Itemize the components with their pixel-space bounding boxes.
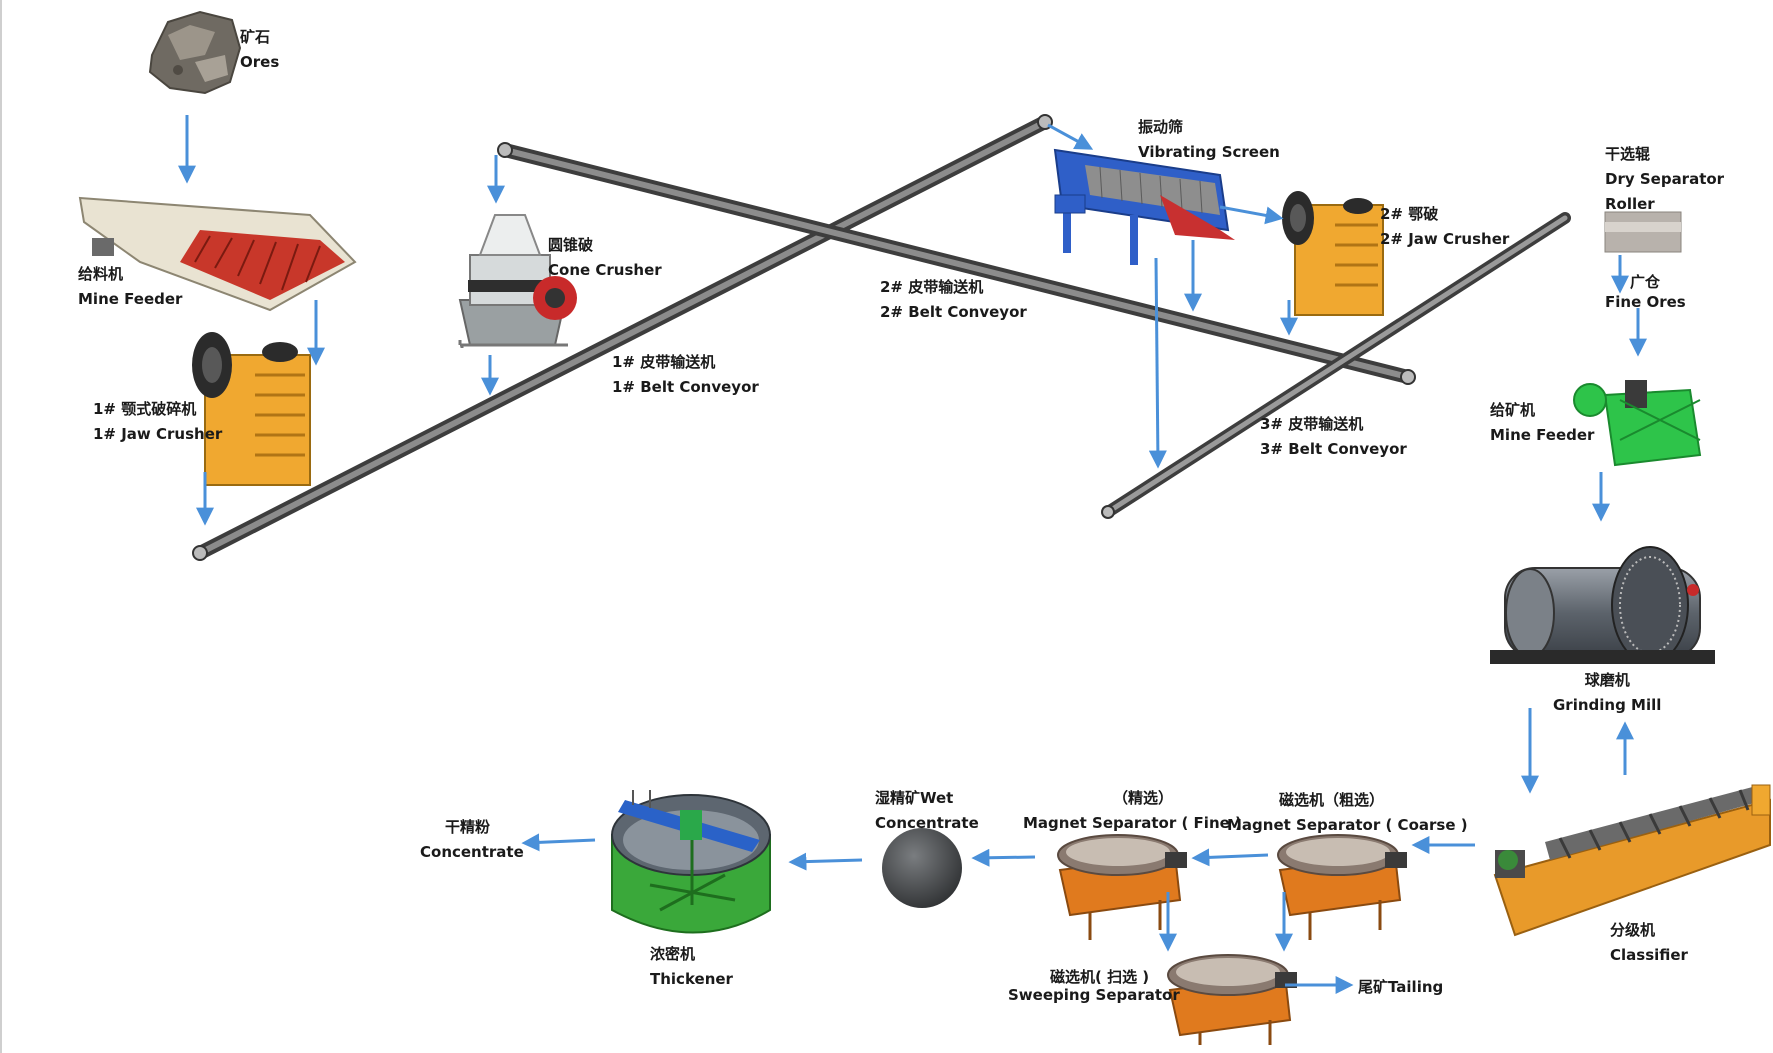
label-classifier: 分级机 Classifier bbox=[1610, 918, 1688, 968]
label-fine-ores-en: Fine Ores bbox=[1605, 293, 1686, 311]
label-belt-conveyor-2-en: 2# Belt Conveyor bbox=[880, 303, 1027, 321]
label-belt-conveyor-2-cn: 2# 皮带输送机 bbox=[880, 278, 984, 296]
belt-conveyor-2-icon bbox=[497, 142, 1416, 385]
magnetic-separator-icon bbox=[1057, 834, 1187, 940]
label-magnet-coarse: 磁选机（粗选） Magnet Separator ( Coarse ) bbox=[1227, 788, 1468, 838]
label-tailing: 尾矿Tailing bbox=[1358, 975, 1443, 1000]
label-grinding-mill: 球磨机 Grinding Mill bbox=[1553, 668, 1661, 718]
label-dry-concentrate-en: Concentrate bbox=[420, 843, 524, 861]
vibrating-feeder-icon bbox=[78, 196, 357, 312]
label-belt-conveyor-1: 1# 皮带输送机 1# Belt Conveyor bbox=[612, 350, 759, 400]
flow-arrows bbox=[178, 115, 1647, 994]
label-classifier-en: Classifier bbox=[1610, 946, 1688, 964]
label-dry-separator: 干选辊 Dry Separator Roller bbox=[1605, 142, 1724, 217]
label-belt-conveyor-1-cn: 1# 皮带输送机 bbox=[612, 353, 716, 371]
label-thickener: 浓密机 Thickener bbox=[650, 942, 733, 992]
label-magnet-coarse-cn: 磁选机（粗选） bbox=[1279, 791, 1385, 809]
dry-separator-roller-icon bbox=[1604, 211, 1682, 253]
label-wet-concentrate-en: Concentrate bbox=[875, 814, 979, 832]
magnetic-separator-icon bbox=[1167, 954, 1297, 1045]
label-wet-concentrate-cn: 湿精矿Wet bbox=[875, 789, 954, 807]
label-tailing-text: 尾矿Tailing bbox=[1358, 978, 1444, 996]
cone-crusher-icon bbox=[458, 214, 577, 348]
label-magnet-coarse-en: Magnet Separator ( Coarse ) bbox=[1227, 816, 1468, 834]
label-mine-feeder-1: 给料机 Mine Feeder bbox=[78, 262, 182, 312]
belt-conveyor-3-icon bbox=[1101, 212, 1571, 519]
label-ores-en: Ores bbox=[240, 53, 280, 71]
label-magnet-fine-en: Magnet Separator ( Fine ) bbox=[1023, 814, 1242, 832]
label-dry-separator-en2: Roller bbox=[1605, 195, 1655, 213]
belt-conveyor-1-icon bbox=[192, 114, 1053, 561]
label-magnet-fine-cn: （精选） bbox=[1113, 789, 1174, 807]
label-mine-feeder-1-en: Mine Feeder bbox=[78, 290, 183, 308]
jaw-crusher-icon bbox=[1282, 191, 1384, 316]
label-fine-ores: 广仓 Fine Ores bbox=[1605, 272, 1686, 312]
label-jaw-crusher-2-cn: 2# 鄂破 bbox=[1380, 205, 1439, 223]
label-vibrating-screen-cn: 振动筛 bbox=[1138, 118, 1184, 136]
label-jaw-crusher-1-en: 1# Jaw Crusher bbox=[93, 425, 223, 443]
label-ores-cn: 矿石 bbox=[240, 28, 271, 46]
label-belt-conveyor-3-en: 3# Belt Conveyor bbox=[1260, 440, 1407, 458]
label-belt-conveyor-1-en: 1# Belt Conveyor bbox=[612, 378, 759, 396]
label-jaw-crusher-2: 2# 鄂破 2# Jaw Crusher bbox=[1380, 202, 1509, 252]
vibrating-screen-icon bbox=[1053, 148, 1235, 265]
label-vibrating-screen: 振动筛 Vibrating Screen bbox=[1138, 115, 1280, 165]
label-classifier-cn: 分级机 bbox=[1610, 921, 1656, 939]
magnetic-separator-icon bbox=[1277, 834, 1407, 940]
label-dry-separator-cn: 干选辊 bbox=[1605, 145, 1651, 163]
label-dry-concentrate: 干精粉 Concentrate bbox=[420, 815, 524, 865]
label-thickener-cn: 浓密机 bbox=[650, 945, 696, 963]
label-dry-concentrate-cn: 干精粉 bbox=[445, 818, 491, 836]
ball-mill-icon bbox=[1490, 546, 1715, 664]
label-vibrating-screen-en: Vibrating Screen bbox=[1138, 143, 1280, 161]
concentrate-ball-icon bbox=[882, 828, 962, 908]
spiral-classifier-icon bbox=[1493, 784, 1771, 937]
label-belt-conveyor-3: 3# 皮带输送机 3# Belt Conveyor bbox=[1260, 412, 1407, 462]
label-thickener-en: Thickener bbox=[650, 970, 733, 988]
label-sweeping: 磁选机( 扫选 ) Sweeping Separator bbox=[1008, 968, 1180, 1004]
thickener-tank-icon bbox=[611, 790, 771, 934]
label-mine-feeder-1-cn: 给料机 bbox=[78, 265, 124, 283]
label-cone-crusher-en: Cone Crusher bbox=[548, 261, 662, 279]
label-sweeping-en: Sweeping Separator bbox=[1008, 986, 1180, 1004]
label-fine-ores-cn: 广仓 bbox=[1630, 273, 1661, 291]
label-cone-crusher: 圆锥破 Cone Crusher bbox=[548, 233, 662, 283]
label-sweeping-cn: 磁选机( 扫选 ) bbox=[1050, 968, 1150, 986]
label-cone-crusher-cn: 圆锥破 bbox=[548, 236, 594, 254]
label-magnet-fine: （精选） Magnet Separator ( Fine ) bbox=[1023, 786, 1242, 836]
label-belt-conveyor-2: 2# 皮带输送机 2# Belt Conveyor bbox=[880, 275, 1027, 325]
label-wet-concentrate: 湿精矿Wet Concentrate bbox=[875, 786, 979, 836]
label-mine-feeder-2: 给矿机 Mine Feeder bbox=[1490, 398, 1594, 448]
label-jaw-crusher-1: 1# 颚式破碎机 1# Jaw Crusher bbox=[93, 397, 222, 447]
label-dry-separator-en1: Dry Separator bbox=[1605, 170, 1725, 188]
ore-rock-icon bbox=[148, 10, 242, 95]
label-mine-feeder-2-en: Mine Feeder bbox=[1490, 426, 1595, 444]
label-jaw-crusher-2-en: 2# Jaw Crusher bbox=[1380, 230, 1510, 248]
label-grinding-mill-cn: 球磨机 bbox=[1584, 671, 1630, 689]
label-grinding-mill-en: Grinding Mill bbox=[1553, 696, 1662, 714]
label-ores: 矿石 Ores bbox=[240, 25, 279, 75]
label-belt-conveyor-3-cn: 3# 皮带输送机 bbox=[1260, 415, 1364, 433]
label-jaw-crusher-1-cn: 1# 颚式破碎机 bbox=[93, 400, 197, 418]
label-mine-feeder-2-cn: 给矿机 bbox=[1490, 401, 1536, 419]
jaw-crusher-icon bbox=[192, 332, 311, 486]
green-mine-feeder-icon bbox=[1573, 380, 1702, 467]
left-border bbox=[0, 0, 2, 1053]
